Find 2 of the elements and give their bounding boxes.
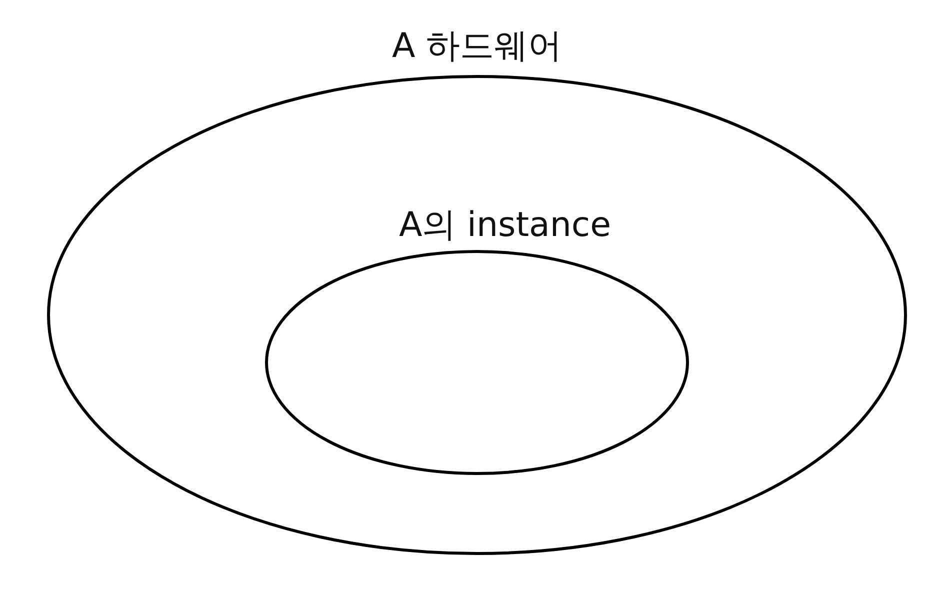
heading: A 하드웨어: [390, 25, 564, 68]
heading: A의 instance: [398, 204, 612, 247]
